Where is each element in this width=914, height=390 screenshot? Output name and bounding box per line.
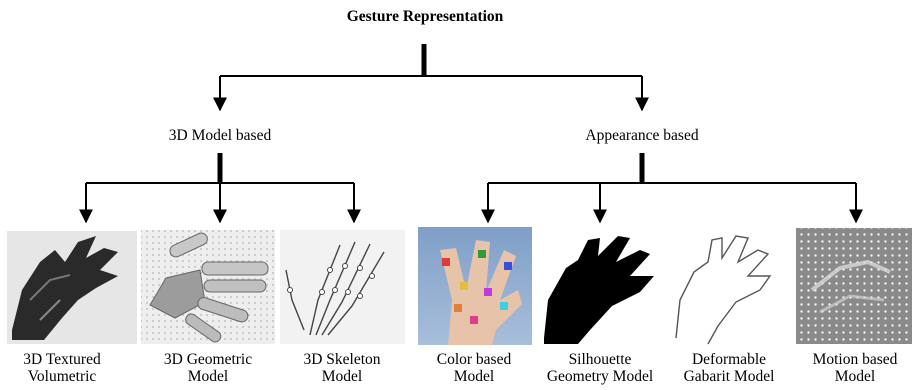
model-label-line2: Gabarit Model xyxy=(683,368,775,385)
silhouette-image xyxy=(538,228,662,344)
model-label-line1: Deformable xyxy=(691,351,767,368)
model-label-line2: Model xyxy=(321,368,363,385)
geometric-hand-image xyxy=(141,230,275,344)
model-label-line1: Silhouette xyxy=(568,351,632,368)
model-label-textured: 3D Textured Volumetric xyxy=(2,351,122,385)
category-3d-model: 3D Model based xyxy=(168,127,272,144)
model-label-line2: Model xyxy=(453,368,495,385)
model-label-motion: Motion based Model xyxy=(798,351,912,385)
model-label-deformable: Deformable Gabarit Model xyxy=(664,351,794,385)
model-label-color: Color based Model xyxy=(414,351,534,385)
model-label-line2: Model xyxy=(834,368,876,385)
skeleton-hand-image xyxy=(280,230,405,344)
diagram-title: Gesture Representation xyxy=(346,8,504,25)
outline-hand-image xyxy=(666,228,790,345)
model-label-silhouette: Silhouette Geometry Model xyxy=(530,351,670,385)
connector-lines xyxy=(79,44,863,224)
motion-field-image xyxy=(796,228,912,344)
model-label-line2: Geometry Model xyxy=(546,368,654,385)
model-label-line1: Motion based xyxy=(812,351,898,368)
model-label-line1: 3D Skeleton xyxy=(303,351,381,368)
model-label-line2: Model xyxy=(187,368,229,385)
textured-hand-image xyxy=(7,231,137,344)
model-label-line1: 3D Textured xyxy=(23,351,101,368)
model-label-line2: Volumetric xyxy=(27,368,97,385)
category-appearance: Appearance based xyxy=(585,127,699,144)
model-label-skeleton: 3D Skeleton Model xyxy=(282,351,402,385)
model-label-geometric: 3D Geometric Model xyxy=(148,351,268,385)
color-glove-image xyxy=(418,227,532,345)
model-label-line1: 3D Geometric xyxy=(163,351,253,368)
model-label-line1: Color based xyxy=(436,351,512,368)
